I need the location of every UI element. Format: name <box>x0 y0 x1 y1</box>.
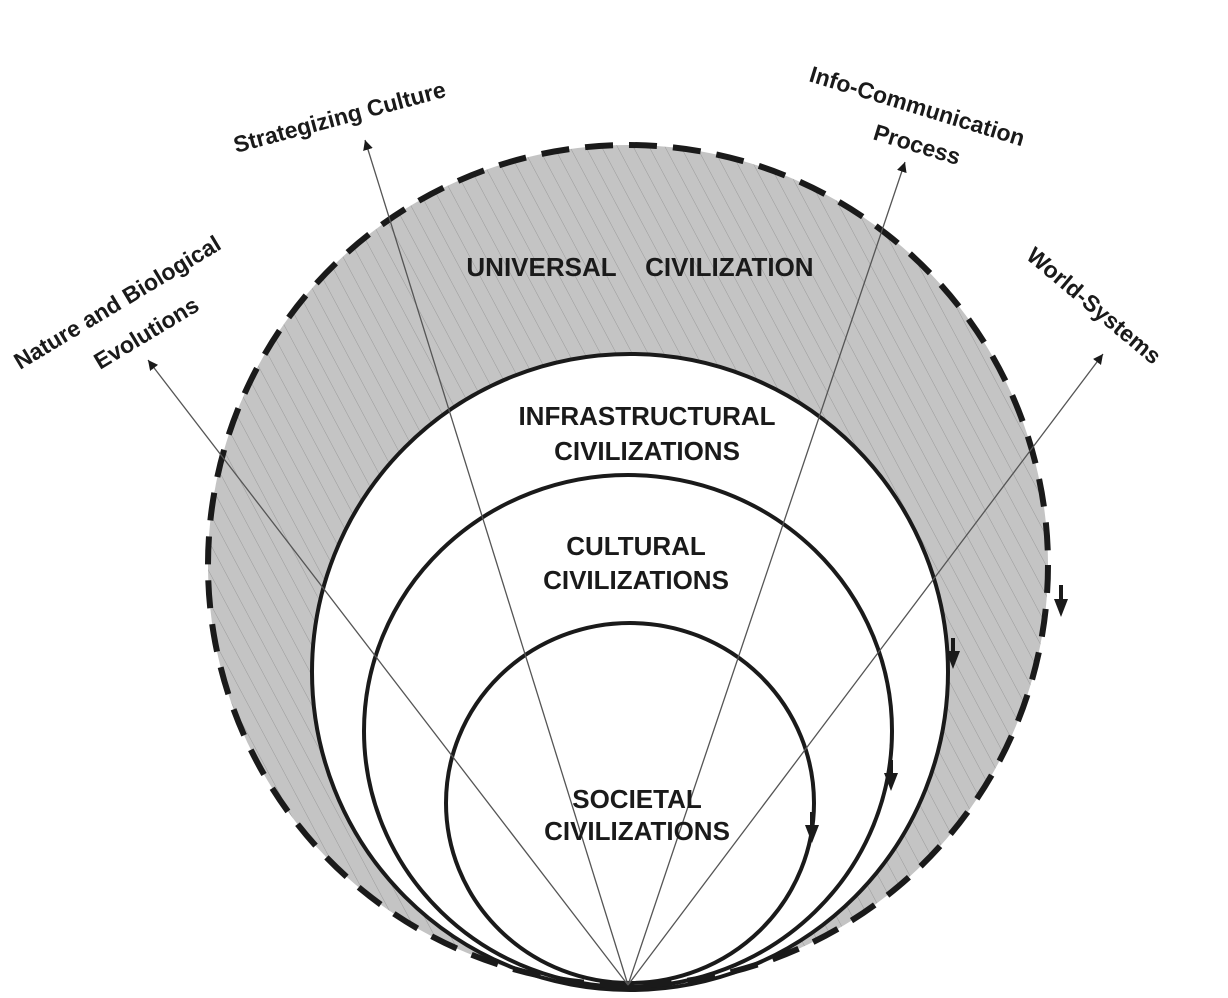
ray-nature <box>147 359 629 986</box>
ray-info <box>627 161 907 986</box>
universal-civilization-boundary <box>205 142 1051 988</box>
societal-civilizations-label: SOCIETAL <box>572 784 702 814</box>
world-systems-axis-label: World-Systems <box>1022 242 1167 369</box>
infrastructural-civilizations-ring <box>310 352 950 992</box>
cultural-civilizations-label: CULTURAL <box>566 531 706 561</box>
societal-civilizations-label-line2: CIVILIZATIONS <box>544 816 730 846</box>
strategizing-axis-label: Strategizing Culture <box>231 76 449 158</box>
cultural-civilizations-ring <box>362 473 894 989</box>
infrastructural-civilizations-label: INFRASTRUCTURAL <box>518 401 775 431</box>
ray-strategizing <box>363 139 629 986</box>
infrastructural-civilizations-label-line2: CIVILIZATIONS <box>554 436 740 466</box>
ray-world <box>627 353 1104 986</box>
universal-civilization-label: UNIVERSAL CIVILIZATION <box>466 252 813 282</box>
cultural-civilizations-label-line2: CIVILIZATIONS <box>543 565 729 595</box>
